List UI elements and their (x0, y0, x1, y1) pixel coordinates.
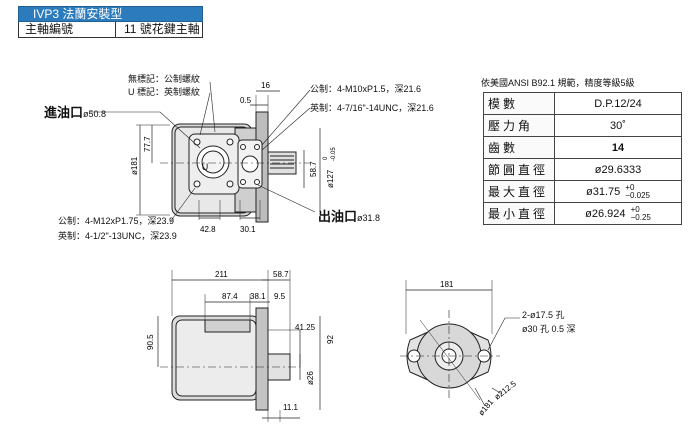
spec-key: 節圓直徑 (483, 158, 555, 181)
table-row: 壓力角 30˚ (483, 114, 682, 137)
spec-key: 模數 (483, 92, 555, 115)
spec-key: 最大直徑 (483, 180, 555, 203)
shaft-value: 11 號花鍵主軸 (124, 22, 200, 36)
inlet-label: 進油口ø50.8 (44, 102, 106, 122)
dim-77-7: 77.7 (143, 136, 152, 152)
holes-note: 2-ø17.5 孔 (522, 310, 565, 320)
dim-16: 16 (261, 81, 270, 90)
model-title: IVP3 法蘭安裝型 (18, 6, 203, 22)
dim-38-1: 38.1 (250, 292, 266, 301)
outlet-size: ø31.8 (357, 213, 381, 223)
header-table: IVP3 法蘭安裝型 主軸編號 11 號花鍵主軸 (18, 6, 203, 38)
dim-0-5: 0.5 (240, 96, 252, 105)
inlet-size: ø50.8 (83, 109, 107, 119)
dim-87-4: 87.4 (222, 292, 238, 301)
dim-211: 211 (215, 270, 228, 279)
spec-value-main: ø26.924 (585, 207, 626, 220)
front-view-drawing: U 16 0.5 ø181 77.7 58.7 ø127 0 -0.05 42.… (90, 81, 337, 234)
metric-top-note: 公制：4-M10xP1.5，深21.6 (310, 84, 422, 94)
dim-d127-tol-up: 0 (323, 156, 329, 160)
table-row: 齒數 14 (483, 136, 682, 159)
dim-d181: ø181 (130, 156, 139, 175)
dim-d181-end: ø181 (477, 397, 496, 417)
dim-9-5: 9.5 (274, 292, 286, 301)
dim-58-7-b: 58.7 (273, 270, 289, 279)
imperial-top-note: 英制：4-7/16"-14UNC，深21.6 (310, 103, 434, 113)
spec-value: 30˚ (554, 114, 682, 137)
counterbore-note: ø30 孔 0.5 深 (522, 324, 576, 334)
spec-tolerance: +0−0.025 (625, 182, 650, 200)
spec-value: ø26.924 +0−0.25 (554, 202, 682, 225)
spec-value: 14 (554, 136, 682, 159)
shaft-row: 主軸編號 11 號花鍵主軸 (18, 22, 203, 38)
side-flange (255, 307, 269, 411)
spec-key: 壓力角 (483, 114, 555, 137)
spec-value: ø31.75 +0−0.025 (554, 180, 682, 203)
end-view-drawing: 181 ø212.5 ø181 (400, 280, 520, 417)
dim-30-1: 30.1 (240, 225, 256, 234)
tol-up: +0 (625, 182, 635, 192)
tol-up: +0 (630, 204, 640, 214)
spec-tolerance: +0−0.25 (630, 204, 651, 222)
dim-d127-tol-dn: -0.05 (331, 147, 337, 161)
table-row: 節圓直徑 ø29.6333 (483, 158, 682, 181)
metric-bottom-note: 公制：4-M12xP1.75，深23.9 (58, 216, 175, 226)
dim-90-5: 90.5 (146, 334, 155, 350)
inlet-text: 進油口 (44, 105, 84, 120)
table-row: 最大直徑 ø31.75 +0−0.025 (483, 180, 682, 203)
side-view-drawing: 211 58.7 87.4 38.1 9.5 90.5 41.25 92 ø26… (146, 270, 335, 422)
spec-caption: 依美國ANSI B92.1 規範，精度等級5級 (481, 78, 635, 88)
dim-181-end: 181 (440, 280, 454, 289)
spec-value-main: ø31.75 (585, 185, 621, 198)
tol-dn: −0.25 (630, 212, 651, 222)
dim-d26: ø26 (306, 371, 315, 385)
dim-d212-5: ø212.5 (493, 379, 519, 402)
u-mark-on-body: U (202, 162, 209, 172)
dim-92: 92 (326, 335, 335, 344)
dim-11-1: 11.1 (283, 403, 299, 412)
dim-d127: ø127 (326, 169, 335, 188)
spec-key: 最小直徑 (483, 202, 555, 225)
shaft-label: 主軸編號 (19, 22, 116, 37)
outlet-label: 出油口ø31.8 (318, 206, 380, 226)
spline-spec-table: 模數 D.P.12/24 壓力角 30˚ 齒數 14 節圓直徑 ø29.6333… (483, 92, 682, 225)
imperial-bottom-note: 英制：4-1/2"-13UNC，深23.9 (58, 231, 177, 241)
no-mark-note: 無標記：公制螺紋 (128, 74, 201, 84)
tol-dn: −0.025 (625, 190, 650, 200)
dim-42-8: 42.8 (200, 225, 216, 234)
table-row: 最小直徑 ø26.924 +0−0.25 (483, 202, 682, 225)
spec-value: ø29.6333 (554, 158, 682, 181)
spec-key: 齒數 (483, 136, 555, 159)
dim-58-7: 58.7 (309, 161, 318, 177)
dim-41-25: 41.25 (295, 323, 316, 332)
table-row: 模數 D.P.12/24 (483, 92, 682, 115)
outlet-text: 出油口 (318, 209, 358, 224)
outlet-port-circle (241, 155, 259, 173)
spec-value: D.P.12/24 (554, 92, 682, 115)
u-mark-note: U 標記：英制螺紋 (128, 87, 201, 97)
